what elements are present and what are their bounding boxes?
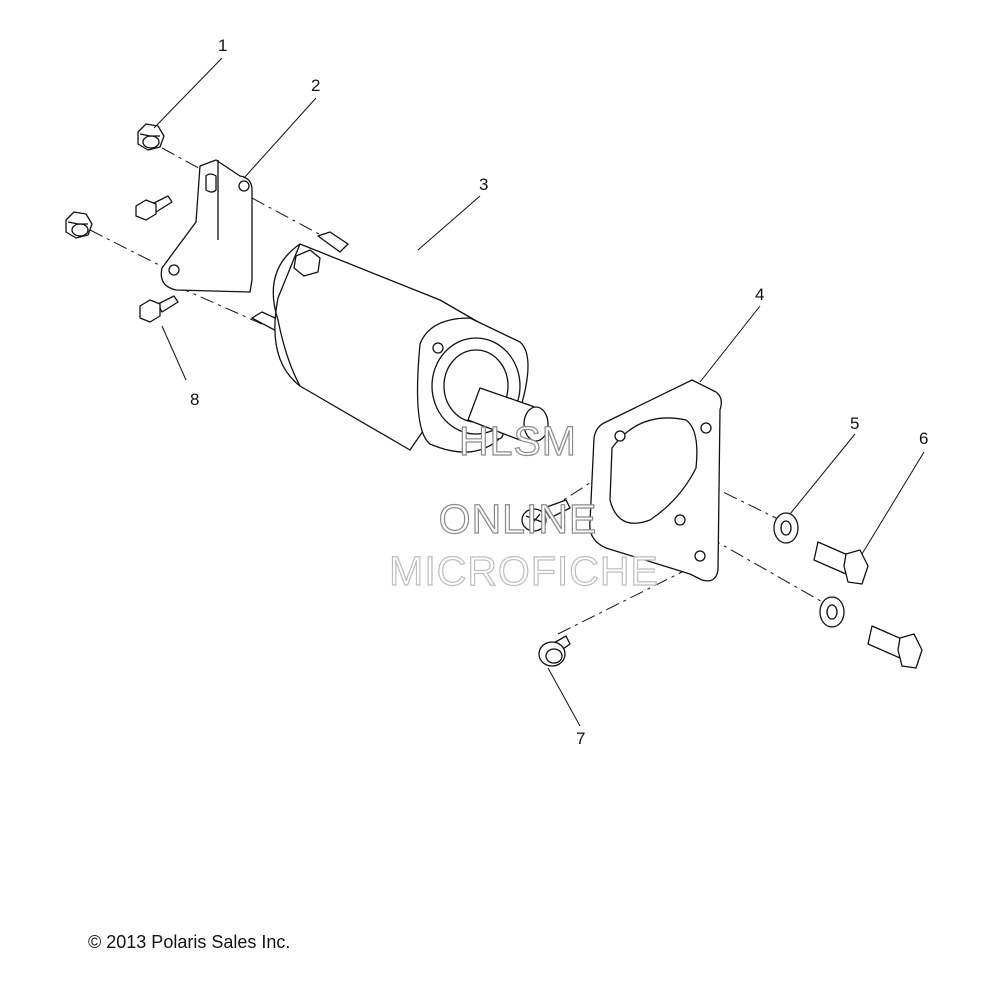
callout-4: 4 (755, 285, 764, 304)
callout-2: 2 (311, 76, 320, 95)
callout-3: 3 (479, 175, 488, 194)
copyright-notice: © 2013 Polaris Sales Inc. (88, 932, 291, 952)
watermark-line-2: ONLINE (439, 496, 598, 542)
part-6-hex-bolt-upper (813, 541, 869, 585)
part-3-starter-motor (251, 231, 549, 453)
watermark-line-1: HLSM (459, 418, 577, 464)
part-8-bolt-lower (139, 295, 179, 323)
part-5-washer-upper (773, 512, 799, 544)
callout-5: 5 (850, 414, 859, 433)
watermark-line-3: MICROFICHE (389, 548, 659, 594)
watermark: HLSM ONLINE MICROFICHE (389, 417, 659, 594)
part-8-bolt-upper (135, 195, 173, 221)
callout-1: 1 (218, 36, 227, 55)
part-4-adapter-plate (589, 379, 722, 582)
part-2-mounting-bracket (160, 159, 253, 293)
leader-lines (153, 57, 925, 727)
callout-labels: 1 2 3 4 5 6 7 8 (190, 36, 928, 748)
part-5-washer-lower (819, 596, 845, 628)
part-1-flange-nut (137, 123, 165, 151)
part-1b-flange-nut (65, 211, 93, 239)
part-6-hex-bolt-lower (867, 625, 923, 669)
callout-7: 7 (576, 729, 585, 748)
callout-6: 6 (919, 429, 928, 448)
part-7-bolt-lower (538, 635, 571, 667)
part-7-bolt-upper (521, 499, 571, 532)
callout-8: 8 (190, 390, 199, 409)
